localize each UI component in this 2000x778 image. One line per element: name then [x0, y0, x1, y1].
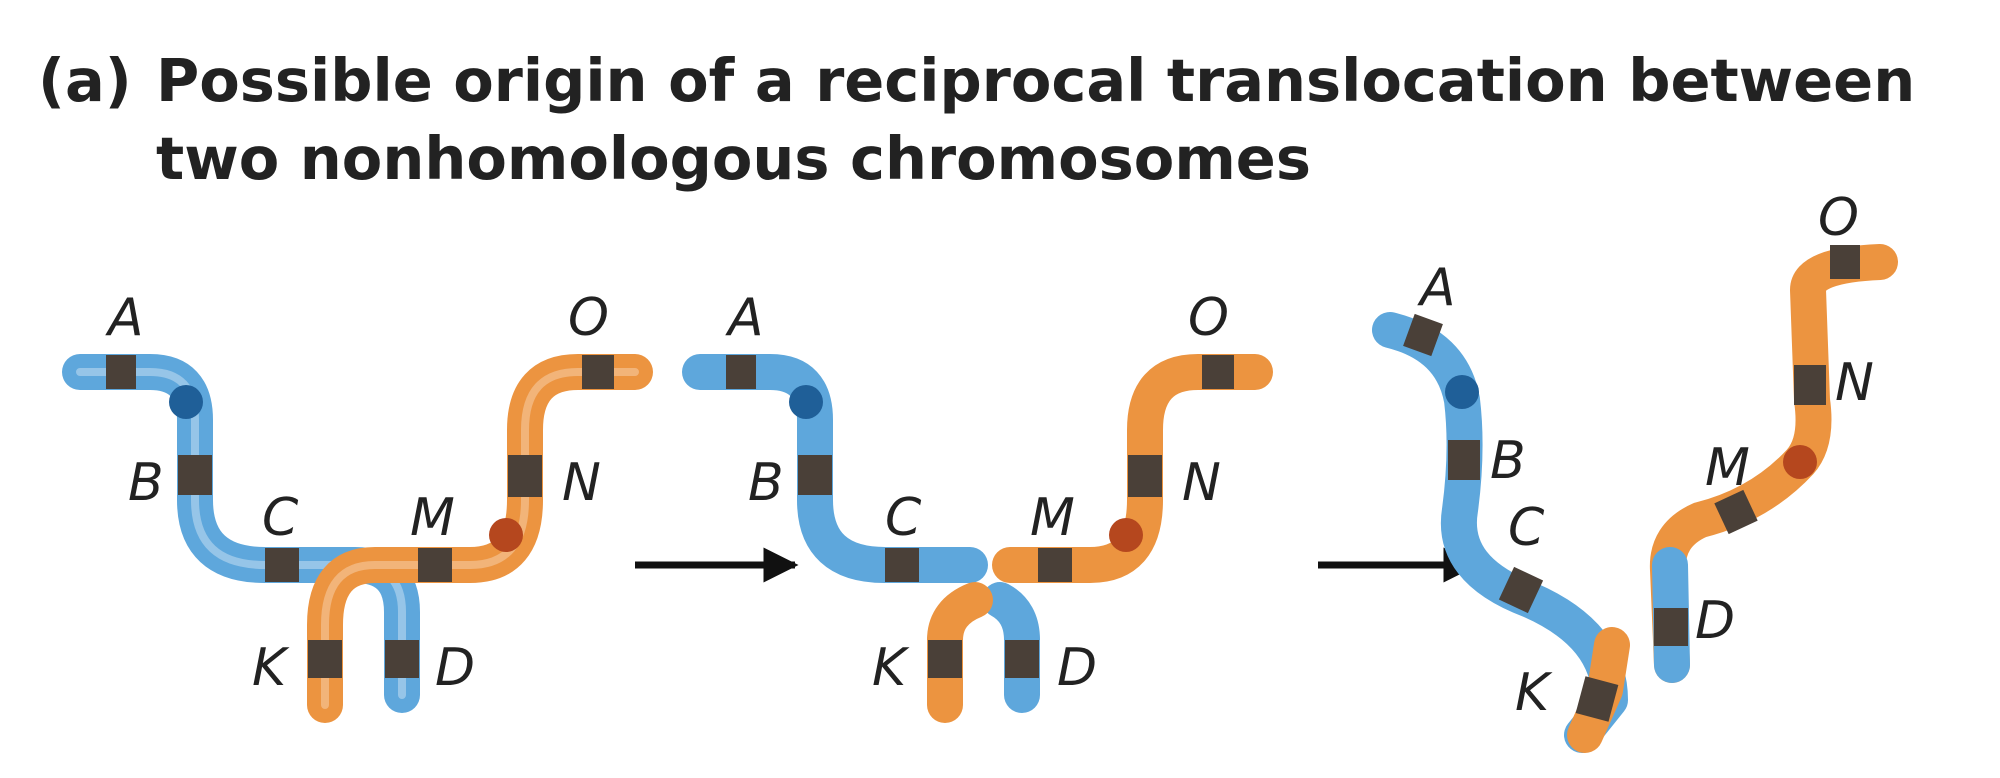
label-b: B: [748, 453, 784, 513]
stage-after-breakage: A B C D K M N O: [682, 288, 1273, 723]
label-k: K: [252, 638, 290, 698]
band-b: [798, 455, 832, 495]
blue-centromere: [1445, 375, 1479, 409]
band-b: [178, 455, 212, 495]
figure-panel-marker: (a): [38, 46, 132, 115]
translocated-chromosome-dmno: [1649, 244, 1898, 683]
band-m: [1038, 548, 1072, 582]
label-n: N: [1835, 353, 1874, 413]
figure-title-line-2: two nonhomologous chromosomes: [156, 124, 1311, 193]
band-k: [1575, 676, 1619, 722]
label-o: O: [1188, 288, 1229, 348]
label-b: B: [128, 453, 164, 513]
label-c: C: [1508, 498, 1545, 558]
label-a: A: [105, 288, 144, 348]
band-n: [508, 455, 542, 497]
band-k: [928, 640, 962, 678]
band-m: [418, 548, 452, 582]
label-m: M: [1705, 438, 1750, 498]
band-b: [1448, 440, 1480, 480]
band-m: [1714, 489, 1758, 535]
stage-after-translocation: A B C K D M N O: [1372, 188, 1898, 753]
label-c: C: [885, 488, 922, 548]
band-a: [106, 355, 136, 389]
orange-chromosome: [927, 354, 1273, 723]
orange-centromere: [1109, 518, 1143, 552]
label-m: M: [1030, 488, 1075, 548]
blue-centromere: [789, 385, 823, 419]
label-n: N: [562, 453, 601, 513]
blue-centromere: [169, 385, 203, 419]
band-a: [726, 355, 756, 389]
orange-centromere: [489, 518, 523, 552]
label-k: K: [1515, 663, 1553, 723]
label-a: A: [1417, 258, 1456, 318]
label-c: C: [262, 488, 299, 548]
orange-chromosome: [307, 354, 653, 723]
label-m: M: [410, 488, 455, 548]
band-o: [1202, 355, 1234, 389]
label-n: N: [1182, 453, 1221, 513]
band-k: [308, 640, 342, 678]
band-a: [1403, 313, 1443, 357]
blue-chromosome: [62, 354, 420, 713]
orange-centromere: [1783, 445, 1817, 479]
label-o: O: [1818, 188, 1859, 248]
label-d: D: [1057, 638, 1097, 698]
band-c: [885, 548, 919, 582]
band-c: [1498, 566, 1544, 614]
label-a: A: [725, 288, 764, 348]
translocated-chromosome-abck: [1372, 312, 1630, 753]
band-d: [1005, 640, 1039, 678]
blue-chromosome: [682, 354, 1040, 713]
figure-title: (a) Possible origin of a reciprocal trans…: [38, 42, 1915, 198]
band-o: [1830, 245, 1860, 279]
band-d: [385, 640, 419, 678]
label-b: B: [1490, 431, 1526, 491]
figure-title-line-1: Possible origin of a reciprocal transloc…: [156, 46, 1916, 115]
band-o: [582, 355, 614, 389]
label-o: O: [568, 288, 609, 348]
band-c: [265, 548, 299, 582]
label-d: D: [1695, 591, 1735, 651]
band-d: [1654, 608, 1688, 646]
label-d: D: [435, 638, 475, 698]
stage-before-breakage: A B C D K M N O: [62, 288, 653, 723]
band-n: [1794, 365, 1826, 405]
label-k: K: [872, 638, 910, 698]
band-n: [1128, 455, 1162, 497]
